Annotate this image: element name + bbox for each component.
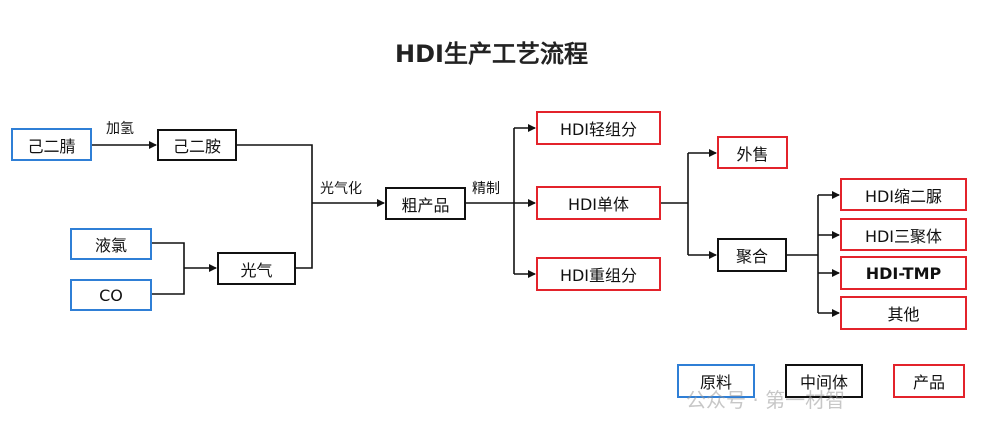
node-adiponitrile: 己二腈 — [11, 128, 92, 161]
node-polymerization: 聚合 — [717, 238, 787, 272]
diagram-title: HDI生产工艺流程 — [395, 40, 588, 68]
legend-intermediate: 中间体 — [785, 364, 863, 398]
node-co: CO — [70, 279, 152, 311]
legend-product: 产品 — [893, 364, 965, 398]
node-hexanediamine: 己二胺 — [157, 129, 237, 161]
node-hdi-trimer: HDI三聚体 — [840, 218, 967, 251]
node-hdi-heavy: HDI重组分 — [536, 257, 661, 291]
node-hdi-biuret: HDI缩二脲 — [840, 178, 967, 211]
node-hdi-tmp: HDI-TMP — [840, 256, 967, 290]
edge-label-hydrogenation: 加氢 — [106, 121, 134, 137]
node-hdi-monomer: HDI单体 — [536, 186, 661, 220]
node-others: 其他 — [840, 296, 967, 330]
edge-label-refining: 精制 — [472, 181, 500, 197]
edge-label-phosgenation: 光气化 — [320, 181, 362, 197]
node-crude-product: 粗产品 — [385, 187, 466, 220]
node-phosgene: 光气 — [217, 252, 296, 285]
watermark: 公众号 · 第一材智 — [686, 388, 846, 412]
node-external-sale: 外售 — [717, 136, 788, 169]
node-liquid-chlorine: 液氯 — [70, 228, 152, 260]
node-hdi-light: HDI轻组分 — [536, 111, 661, 145]
legend-raw-material: 原料 — [677, 364, 755, 398]
